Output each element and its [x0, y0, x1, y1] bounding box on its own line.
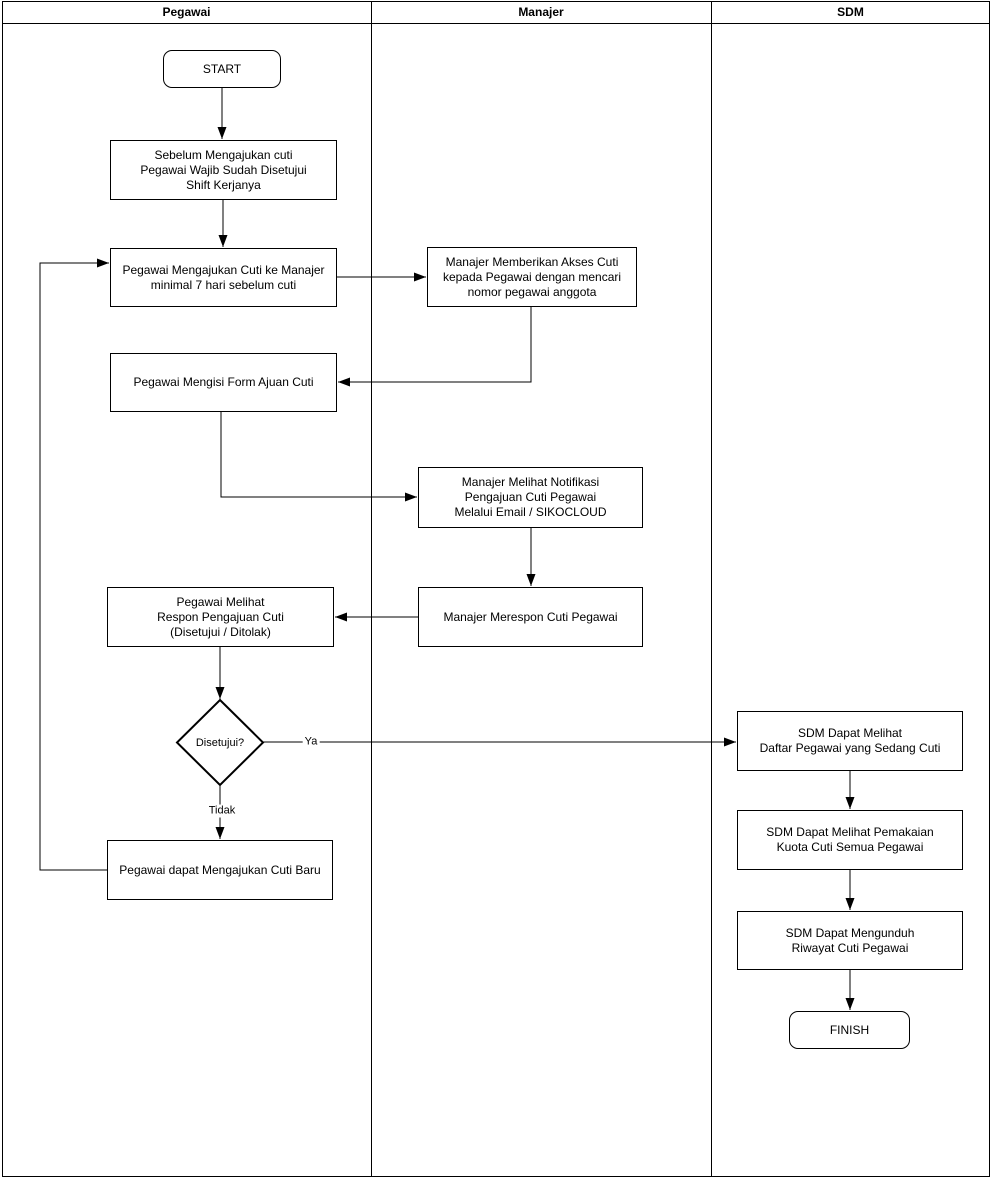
node-daftar-cuti: SDM Dapat Melihat Daftar Pegawai yang Se… [737, 711, 963, 771]
edge-cuti-baru-loop-to-ajukan-cuti [39, 258, 109, 871]
edge-label-ya: Ya [302, 735, 320, 749]
node-lihat-respon: Pegawai Melihat Respon Pengajuan Cuti (D… [107, 587, 334, 647]
node-merespon: Manajer Merespon Cuti Pegawai [418, 587, 643, 647]
lane-label-pegawai: Pegawai [162, 5, 211, 19]
node-isi-form: Pegawai Mengisi Form Ajuan Cuti [110, 353, 337, 412]
node-decision-disetujui: Disetujui? [195, 736, 245, 749]
node-start: START [163, 50, 281, 88]
edge-isi-form-to-notifikasi [220, 412, 417, 502]
node-cuti-baru: Pegawai dapat Mengajukan Cuti Baru [107, 840, 333, 900]
node-finish: FINISH [789, 1011, 910, 1049]
edge-label-tidak: Tidak [206, 804, 238, 818]
node-ajukan-cuti: Pegawai Mengajukan Cuti ke Manajer minim… [110, 248, 337, 307]
decision-diamond-shape [175, 698, 265, 787]
edge-akses-cuti-to-isi-form [338, 307, 532, 387]
node-unduh-riwayat: SDM Dapat Mengunduh Riwayat Cuti Pegawai [737, 911, 963, 970]
node-kuota-cuti: SDM Dapat Melihat Pemakaian Kuota Cuti S… [737, 810, 963, 870]
lane-label-sdm: SDM [837, 5, 864, 19]
node-shift-requirement: Sebelum Mengajukan cuti Pegawai Wajib Su… [110, 140, 337, 200]
node-notifikasi: Manajer Melihat Notifikasi Pengajuan Cut… [418, 467, 643, 528]
lane-label-manajer: Manajer [518, 5, 564, 19]
node-akses-cuti: Manajer Memberikan Akses Cuti kepada Peg… [427, 247, 637, 307]
